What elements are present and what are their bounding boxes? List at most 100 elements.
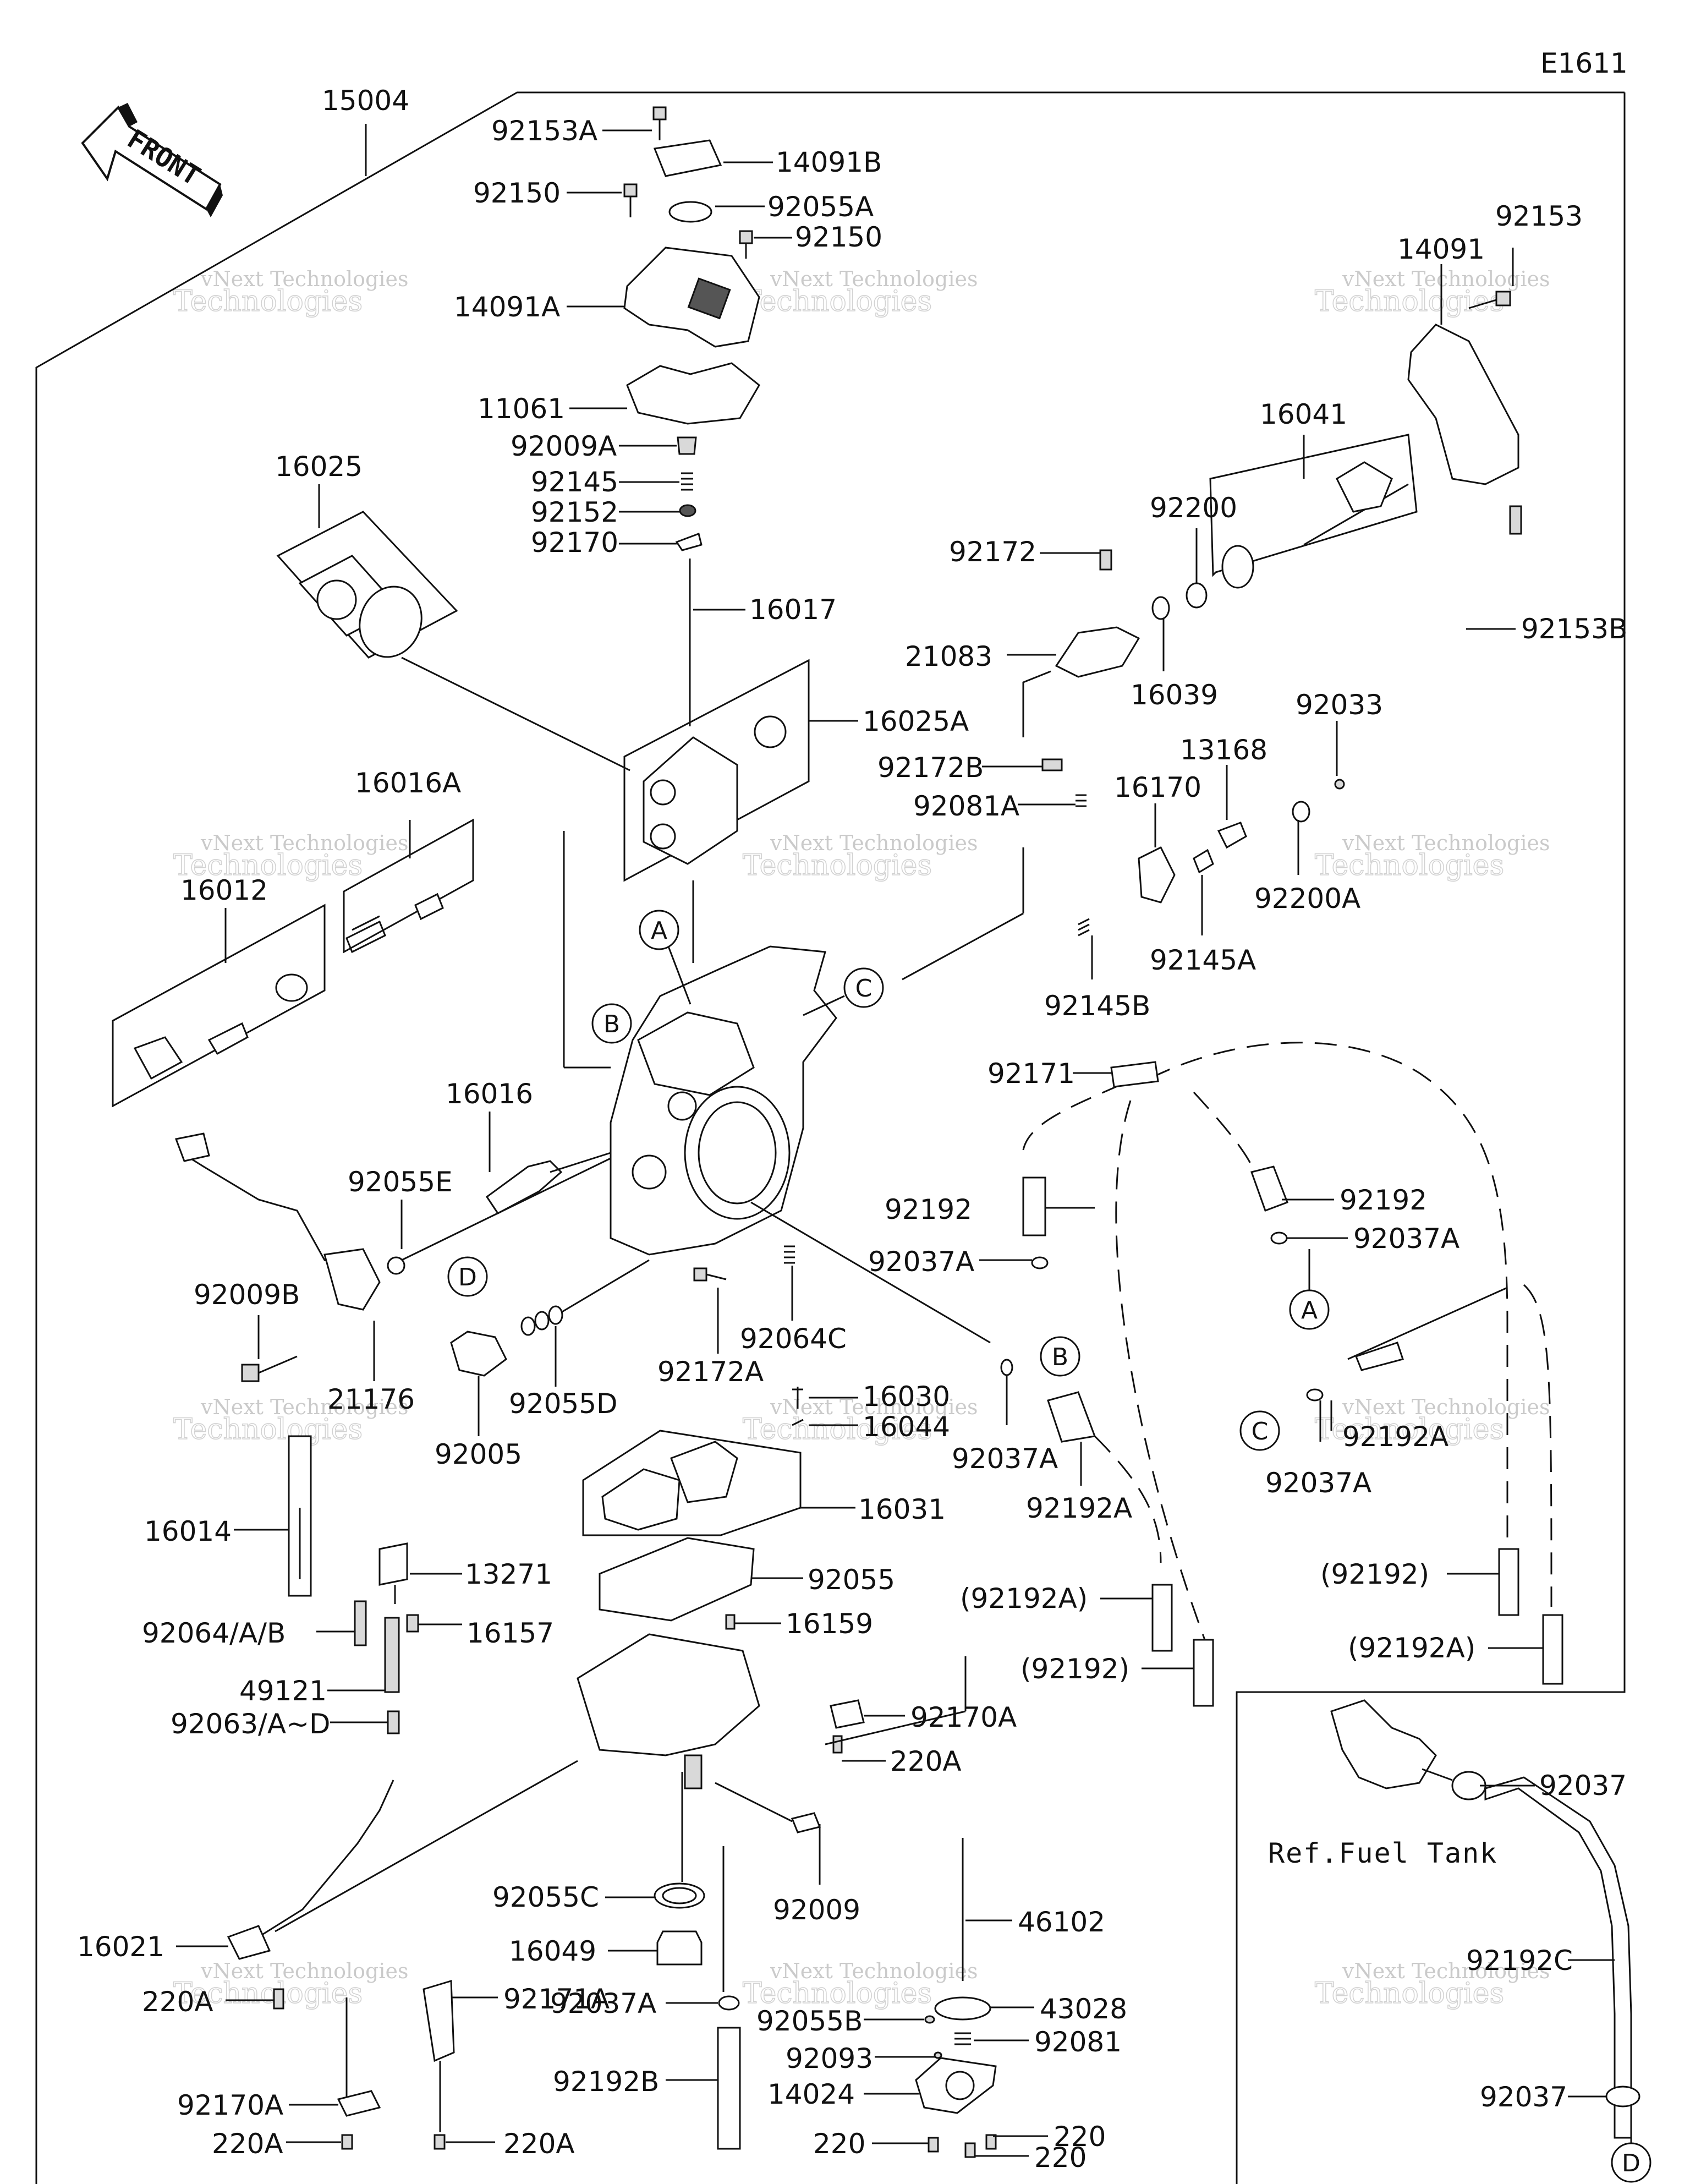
label-220A-left: 220A bbox=[142, 1986, 213, 2018]
watermark-text: vNext Technologies bbox=[200, 1395, 408, 1419]
screw-92009B bbox=[241, 1355, 298, 1382]
label-14091B: 14091B bbox=[776, 146, 882, 178]
box-16016A bbox=[343, 818, 474, 954]
tube-92192A-ref-right bbox=[1542, 1614, 1563, 1685]
label-92192B: 92192B bbox=[553, 2066, 659, 2098]
label-46102: 46102 bbox=[1018, 1906, 1105, 1938]
tube-92192-ref-right bbox=[1498, 1548, 1519, 1616]
label-92153B: 92153B bbox=[1521, 613, 1627, 645]
tube-92192A-mid bbox=[1047, 1391, 1096, 1443]
label-220-right-top: 220 bbox=[1053, 2121, 1106, 2153]
vent-hose-left bbox=[1022, 1083, 1123, 1151]
screw-220-b bbox=[964, 2142, 976, 2158]
leader-lines bbox=[176, 129, 1615, 2157]
label-92192-ref-right: (92192) bbox=[1320, 1558, 1429, 1590]
hose-16012 bbox=[207, 1022, 249, 1055]
parts bbox=[112, 106, 1640, 2158]
ref-fuel-tank-note: Ref.Fuel Tank bbox=[1268, 1837, 1497, 1869]
connector-21176 bbox=[174, 1132, 210, 1162]
label-92093: 92093 bbox=[786, 2043, 873, 2074]
bracket-21083 bbox=[1055, 626, 1140, 678]
label-92055: 92055 bbox=[808, 1564, 895, 1596]
label-220-left: 220 bbox=[813, 2128, 865, 2160]
label-11061: 11061 bbox=[478, 393, 565, 425]
cable-16021 bbox=[258, 1780, 394, 1938]
svg-text:D: D bbox=[458, 1263, 477, 1291]
vent-hose-right bbox=[1149, 1042, 1508, 1546]
screw-220A-left bbox=[273, 1988, 284, 2010]
label-220A-bottom: 220A bbox=[503, 2128, 575, 2160]
label-21176: 21176 bbox=[327, 1383, 415, 1415]
diaphragm-43028 bbox=[934, 1996, 991, 2021]
connector-a-top: A bbox=[639, 910, 692, 1005]
vent-hose-center bbox=[1193, 1091, 1255, 1173]
watermark-text: vNext Technologies bbox=[200, 1959, 408, 1983]
label-21083: 21083 bbox=[905, 641, 992, 672]
label-92009: 92009 bbox=[773, 1894, 860, 1926]
label-16021: 16021 bbox=[77, 1931, 164, 1963]
vent-hose-long bbox=[1115, 1100, 1206, 1640]
label-92153A: 92153A bbox=[491, 115, 597, 147]
label-92033: 92033 bbox=[1296, 689, 1383, 721]
label-16017: 16017 bbox=[749, 594, 837, 626]
watermark-text: Technologies bbox=[1315, 849, 1504, 882]
main-frame-outline bbox=[35, 91, 1625, 2184]
screw-220A-top bbox=[832, 1735, 843, 1754]
screw-92172A bbox=[693, 1267, 727, 1282]
connector-a-right: A bbox=[1289, 1289, 1330, 1330]
label-92037-bottom: 92037 bbox=[1480, 2081, 1567, 2113]
label-92055A: 92055A bbox=[767, 191, 874, 223]
label-92009A: 92009A bbox=[511, 430, 617, 462]
screw-220A-lower bbox=[434, 2134, 446, 2150]
part-13271 bbox=[378, 1542, 408, 1586]
part-92152 bbox=[679, 504, 696, 517]
part-92009A bbox=[677, 436, 697, 455]
label-92172B: 92172B bbox=[877, 752, 984, 784]
label-92037A-mid: 92037A bbox=[952, 1443, 1058, 1475]
label-14024: 14024 bbox=[767, 2078, 855, 2110]
svg-text:A: A bbox=[651, 917, 667, 945]
label-13271: 13271 bbox=[465, 1558, 552, 1590]
o-ring-92055C bbox=[654, 1882, 705, 1909]
tube-92192A-right bbox=[1355, 1342, 1404, 1371]
float-16031 bbox=[601, 1468, 681, 1531]
screw-92009 bbox=[791, 1812, 821, 1833]
label-92150-left: 92150 bbox=[473, 177, 561, 209]
spring-92081A bbox=[1076, 794, 1087, 807]
float-bowl-drain bbox=[684, 1754, 703, 1789]
label-13168: 13168 bbox=[1180, 734, 1268, 766]
fitting-16012 bbox=[275, 973, 308, 1002]
label-92063-a-d: 92063/A~D bbox=[171, 1708, 331, 1740]
label-16159: 16159 bbox=[786, 1608, 873, 1640]
label-92170: 92170 bbox=[531, 527, 618, 559]
label-92009B: 92009B bbox=[194, 1279, 300, 1311]
diagram-code: E1611 bbox=[1540, 47, 1628, 79]
label-92145A: 92145A bbox=[1150, 944, 1256, 976]
label-16030: 16030 bbox=[863, 1381, 950, 1413]
label-92192-left: 92192 bbox=[885, 1194, 972, 1225]
watermark-text: Technologies bbox=[173, 285, 363, 318]
float-bowl bbox=[577, 1633, 760, 1756]
spring-92145 bbox=[681, 472, 693, 491]
clip-92037A-a bbox=[1270, 1231, 1288, 1245]
clamp-92171 bbox=[1110, 1061, 1159, 1088]
plate-14091B bbox=[653, 139, 722, 177]
screw-92153 bbox=[1495, 291, 1511, 306]
tube-92192-ref-left bbox=[1193, 1639, 1214, 1707]
watermark-text: vNext Technologies bbox=[770, 267, 978, 291]
label-92192A-ref-right: (92192A) bbox=[1348, 1632, 1475, 1664]
gasket-11061 bbox=[626, 362, 760, 425]
watermark-text: Technologies bbox=[743, 1977, 932, 2010]
washer-92200 bbox=[1186, 582, 1208, 609]
label-92055D: 92055D bbox=[509, 1388, 618, 1420]
connector-markers: A B C D A B C D bbox=[447, 910, 1651, 2183]
watermark-text: vNext Technologies bbox=[1342, 1395, 1550, 1419]
label-15004: 15004 bbox=[322, 85, 409, 117]
label-92037-top: 92037 bbox=[1539, 1770, 1627, 1802]
label-92200: 92200 bbox=[1150, 492, 1237, 524]
part-92093 bbox=[934, 2051, 942, 2059]
label-92192-ref-left: (92192) bbox=[1020, 1653, 1129, 1685]
main-frame-outline-right bbox=[1236, 92, 1626, 2184]
tube-92192-right bbox=[1250, 1165, 1288, 1212]
